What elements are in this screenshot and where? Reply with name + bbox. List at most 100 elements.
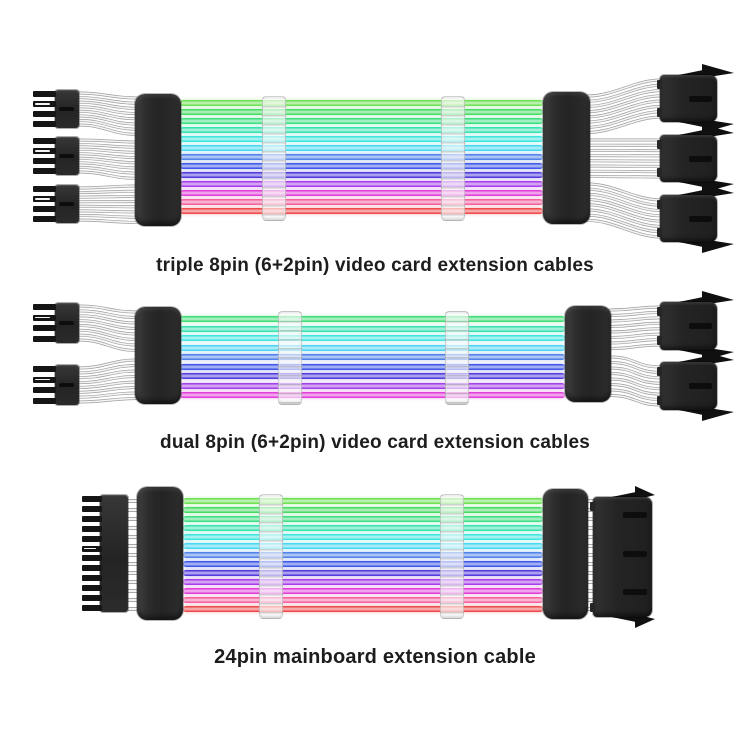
connector-pin [33, 304, 56, 310]
latch-clip [702, 184, 734, 198]
connector-tab [657, 200, 662, 209]
connector-pin [33, 366, 56, 372]
connector-pin [82, 525, 102, 532]
latch-clip [702, 351, 734, 365]
connector-pin [82, 535, 102, 542]
rgb-strip [183, 525, 543, 531]
rgb-strip [180, 363, 565, 370]
connector-slot [59, 107, 74, 111]
connector-8pin-male [33, 137, 79, 175]
connector-8pin-female [657, 135, 717, 182]
comb-block [135, 307, 181, 404]
rgb-strip [183, 498, 543, 504]
rgb-strip [180, 109, 543, 115]
connector-tab [590, 603, 595, 612]
latch-clip [635, 614, 655, 628]
rgb-strip [183, 543, 543, 549]
connector-slot [688, 215, 712, 222]
connector-8pin-female [657, 302, 717, 350]
connector-slot [59, 383, 74, 387]
pin-notch [35, 316, 50, 319]
connector-8pin-female [657, 362, 717, 410]
rgb-strip [180, 118, 543, 124]
rgb-strip [183, 516, 543, 522]
cable-comb [440, 494, 464, 619]
pin-notch [35, 378, 50, 381]
cable-comb [262, 96, 286, 221]
rgb-strip [180, 127, 543, 133]
rgb-strip [180, 100, 543, 106]
connector-slot [622, 512, 647, 518]
pin-notch [35, 103, 50, 105]
connector-slot [59, 154, 74, 158]
rgb-strip [180, 199, 543, 205]
connector-pin [82, 555, 102, 562]
rgb-strip [183, 561, 543, 567]
rgb-strip [183, 588, 543, 594]
connector-pin [33, 206, 56, 212]
connector-pin [33, 91, 56, 97]
connector-tab [657, 108, 662, 117]
connector-pin [33, 216, 56, 222]
connector-pin [33, 325, 56, 332]
latch-clip [702, 124, 734, 138]
rgb-strip [180, 172, 543, 178]
connector-body [100, 495, 128, 612]
cable-comb [445, 311, 469, 405]
connector-pin [82, 505, 102, 512]
connector-pin [82, 575, 102, 582]
rgb-strip [180, 325, 565, 332]
connector-tab [657, 168, 662, 177]
rgb-strip [183, 579, 543, 585]
connector-tab [590, 502, 595, 511]
connector-24pin-male [82, 495, 128, 612]
connector-pin [33, 186, 56, 192]
connector-pin [33, 158, 56, 164]
connector-tab [657, 396, 662, 405]
connector-pin [82, 565, 102, 572]
rgb-strip [183, 507, 543, 513]
connector-slot [59, 321, 74, 325]
connector-pin [82, 515, 102, 522]
connector-slot [688, 155, 712, 162]
pin-notch [35, 198, 50, 200]
connector-8pin-male [33, 303, 79, 343]
rgb-strip [183, 552, 543, 558]
rgb-strip [180, 344, 565, 351]
connector-8pin-male [33, 365, 79, 405]
connector-slot [688, 95, 712, 102]
connector-8pin-male [33, 185, 79, 223]
connector-pin [33, 398, 56, 404]
connector-pin [82, 585, 102, 592]
connector-tab [657, 336, 662, 345]
cable-comb [259, 494, 283, 619]
caption-triple-8pin: triple 8pin (6+2pin) video card extensio… [156, 255, 594, 276]
comb-block [137, 487, 183, 620]
comb-block [543, 489, 588, 619]
connector-24pin-female [590, 497, 652, 617]
connector-tab [657, 367, 662, 376]
rgb-strip [180, 335, 565, 341]
connector-tab [657, 80, 662, 89]
comb-block [565, 306, 611, 402]
rgb-strip [180, 316, 565, 322]
rgb-strip [180, 163, 543, 169]
connector-8pin-female [657, 75, 717, 122]
pin-notch [84, 547, 96, 550]
rgb-strip [180, 145, 543, 151]
connector-slot [622, 550, 647, 557]
rgb-strip [183, 570, 543, 576]
caption-24pin: 24pin mainboard extension cable [214, 646, 536, 668]
connector-tab [657, 307, 662, 316]
rgb-strip [183, 597, 543, 603]
rgb-strip [180, 136, 543, 142]
pin-notch [35, 150, 50, 152]
connector-pin [33, 111, 56, 117]
rgb-strip [180, 190, 543, 196]
